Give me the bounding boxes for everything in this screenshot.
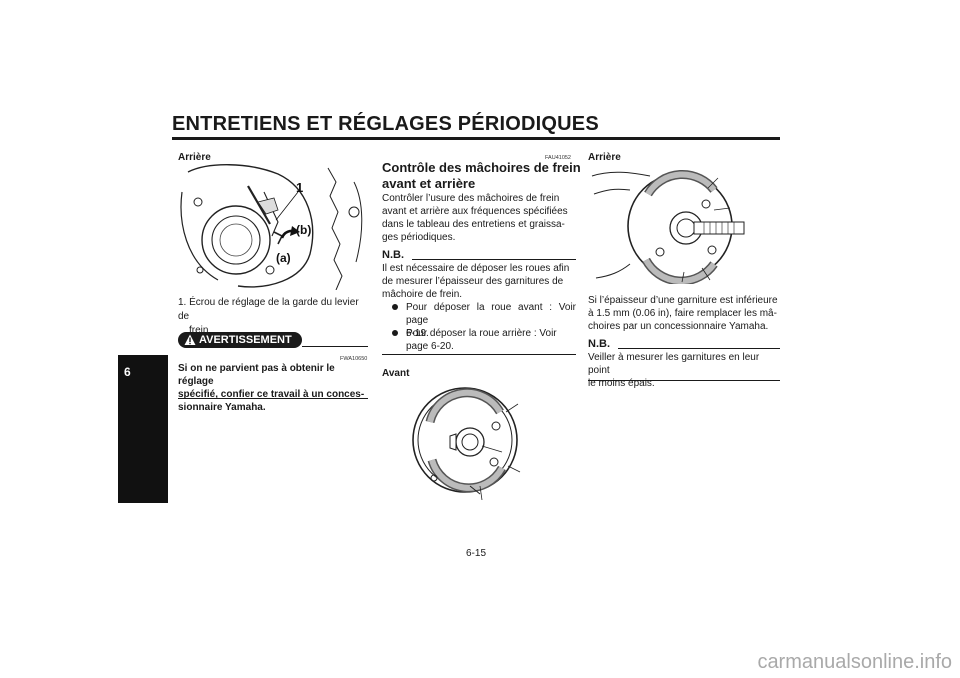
front-heading: Avant — [382, 368, 410, 379]
nb-rule — [412, 259, 576, 260]
bullet-item: Pour déposer la roue avant : Voir page 6… — [392, 301, 576, 340]
title-rule — [172, 137, 780, 140]
figure-caption: 1. Écrou de réglage de la garde du levie… — [178, 297, 359, 336]
nb-label: N.B. — [382, 249, 404, 261]
right-nb-bottom-rule — [588, 380, 780, 381]
warning-triangle-icon — [184, 334, 196, 345]
right-nb-label: N.B. — [588, 338, 610, 350]
figure-label-b: (b) — [296, 223, 311, 237]
right-paragraph: Si l’épaisseur d’une garniture est infér… — [588, 295, 778, 332]
right-nb-text: Veiller à mesurer les garnitures en leur… — [588, 352, 760, 389]
nb-text: Il est nécessaire de déposer les roues a… — [382, 263, 570, 300]
section-code: FAU41052 — [545, 155, 571, 161]
warning-badge — [178, 332, 302, 348]
page-title: ENTRETIENS ET RÉGLAGES PÉRIODIQUES — [172, 113, 599, 135]
watermark: carmanualsonline.info — [757, 651, 952, 673]
right-nb-rule — [618, 348, 780, 349]
rear-brake-lever-figure: 1 (b) (a) — [180, 164, 363, 290]
left-heading: Arrière — [178, 152, 211, 163]
front-brake-shoe-figure — [412, 387, 521, 500]
rear-brake-shoe-figure — [591, 169, 745, 284]
section-heading: Contrôle des mâchoires de frein avant et… — [382, 160, 581, 191]
bullet-dot — [392, 330, 398, 336]
chapter-number: 6 — [124, 365, 131, 379]
chapter-tab — [118, 355, 168, 503]
figure-label-1: 1 — [296, 180, 303, 195]
bullet-item: Pour déposer la roue arrière : Voir page… — [392, 327, 576, 353]
warning-text: Si on ne parvient pas à obtenir le régla… — [178, 363, 365, 413]
bullet-dot — [392, 304, 398, 310]
page-number: 6-15 — [466, 548, 487, 559]
section-paragraph: Contrôler l’usure des mâchoires de frein… — [382, 193, 568, 243]
rear-heading: Arrière — [588, 152, 621, 163]
warning-code: FWA10650 — [340, 356, 368, 362]
warning-bottom-rule — [178, 398, 368, 399]
figure-label-a: (a) — [276, 251, 291, 265]
nb-bottom-rule — [382, 354, 576, 355]
warning-label: AVERTISSEMENT — [199, 334, 292, 346]
warning-rule — [302, 346, 368, 347]
